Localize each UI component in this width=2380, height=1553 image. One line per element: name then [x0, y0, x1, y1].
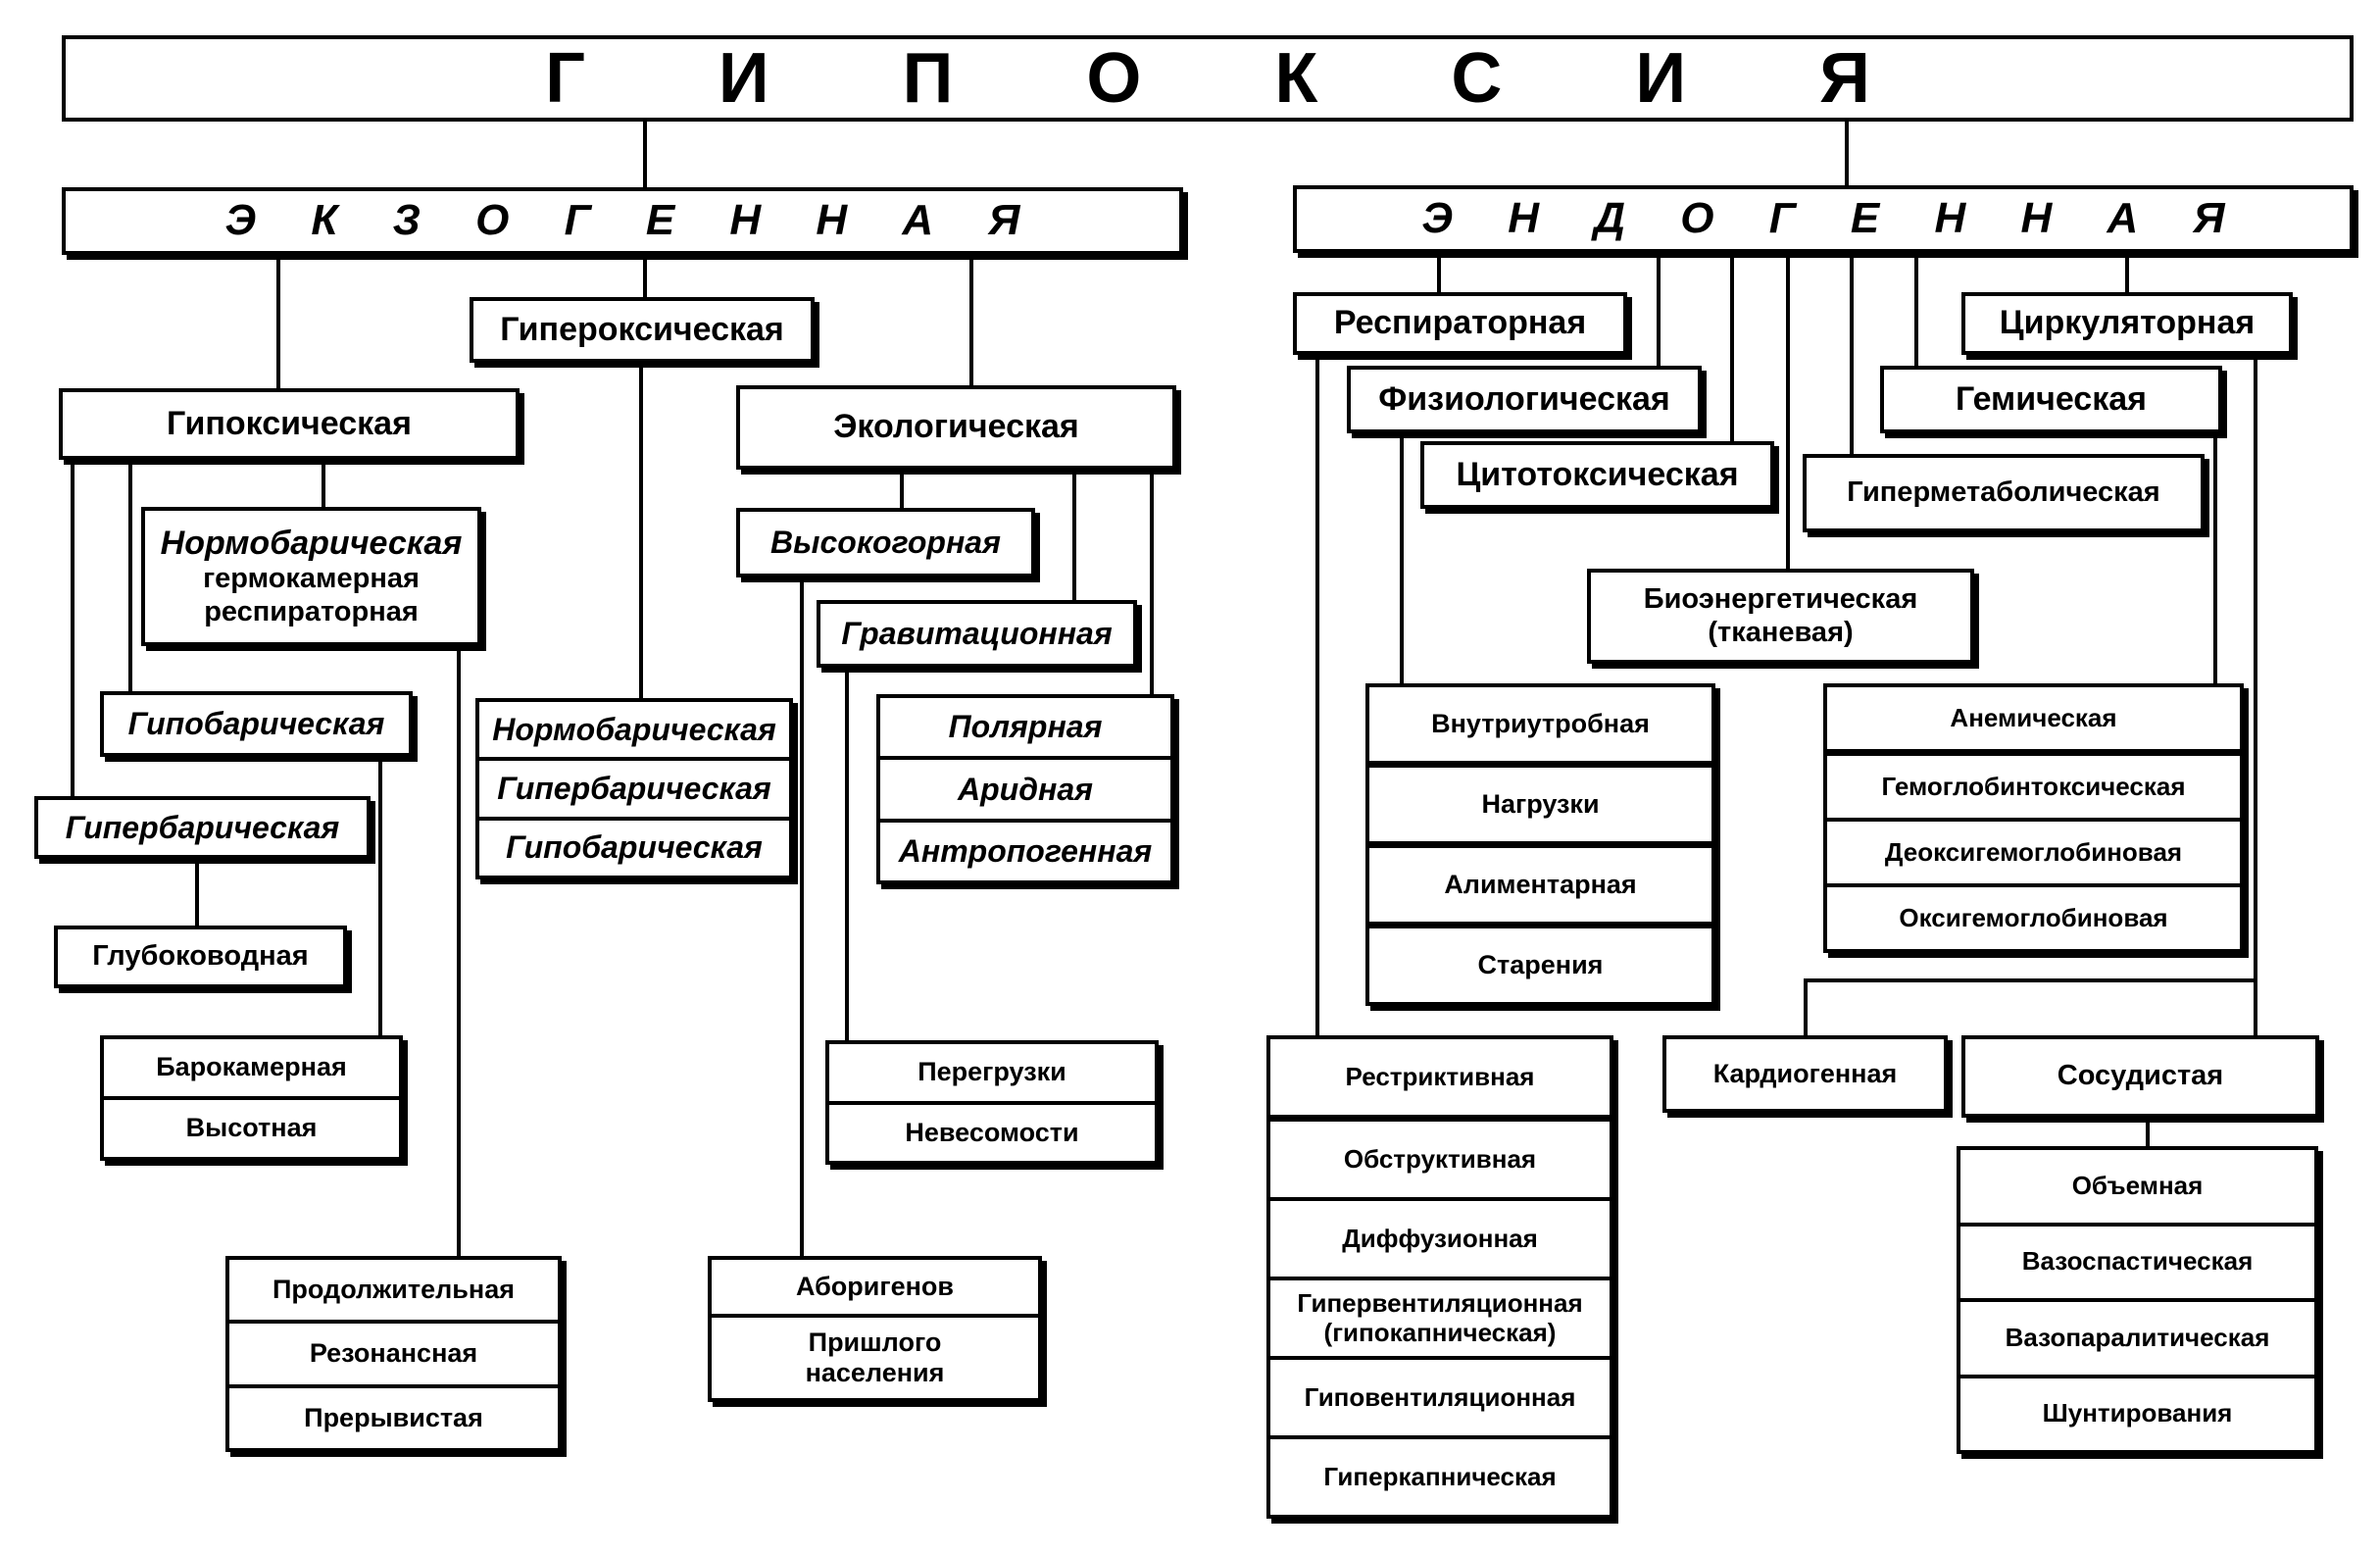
list-item: Гиперкапническая [1270, 1435, 1610, 1515]
list-item: Оксигемоглобиновая [1827, 883, 2240, 949]
hyperoxic-group: Нормобарическая Гипербарическая Гипобари… [475, 698, 793, 879]
hypobaric-node: Гипобарическая [100, 691, 413, 757]
normobaric-subtitle: респираторная [204, 595, 419, 627]
list-item: Резонансная [229, 1320, 558, 1383]
bioenergetic-subtitle: (тканевая) [1708, 616, 1854, 648]
endogenous-header: Э Н Д О Г Е Н Н А Я [1293, 185, 2354, 253]
hypermetabolic-node: Гиперметаболическая [1803, 454, 2205, 532]
hemic-node: Гемическая [1880, 366, 2222, 433]
list-item: Барокамерная [156, 1052, 347, 1082]
deepwater-node: Глубоководная [54, 926, 347, 988]
list-item: Обструктивная [1270, 1115, 1610, 1197]
gravity-group: Перегрузки Невесомости [825, 1040, 1159, 1165]
hyperoxic-node: Гипероксическая [470, 297, 815, 363]
cardiogenic-node: Кардиогенная [1662, 1035, 1948, 1113]
list-item-line: Гипервентиляционная [1297, 1287, 1583, 1318]
list-item: Перегрузки [917, 1057, 1066, 1087]
list-item: Высотная [104, 1096, 399, 1157]
list-item: Полярная [948, 709, 1103, 745]
duration-group: Продолжительная Резонансная Прерывистая [225, 1256, 562, 1452]
list-item: Рестриктивная [1345, 1061, 1535, 1091]
physiological-node: Физиологическая [1347, 366, 1702, 433]
list-item: Вазопаралитическая [1960, 1298, 2314, 1375]
list-item: Нормобарическая [492, 711, 776, 747]
bioenergetic-title: Биоэнергетическая [1643, 583, 1918, 616]
list-item: Гипервентиляционная (гипокапническая) [1270, 1277, 1610, 1356]
list-item: Продолжительная [273, 1275, 515, 1305]
list-item: Гиповентиляционная [1270, 1356, 1610, 1435]
bioenergetic-node: Биоэнергетическая (тканевая) [1587, 569, 1974, 664]
list-item: Антропогенная [880, 818, 1170, 880]
list-item: Алиментарная [1369, 841, 1711, 922]
list-item: Невесомости [829, 1100, 1155, 1162]
list-item-line: (гипокапническая) [1323, 1317, 1557, 1347]
list-item: Шунтирования [1960, 1374, 2314, 1451]
ecological-group: Полярная Аридная Антропогенная [876, 694, 1174, 884]
page-title: Г И П О К С И Я [62, 35, 2354, 122]
list-item: Аборигенов [795, 1271, 955, 1301]
vascular-group: Объемная Вазоспастическая Вазопаралитиче… [1957, 1146, 2318, 1454]
list-item: Аридная [880, 756, 1170, 818]
list-item: Объемная [2071, 1170, 2204, 1200]
hemic-group: Анемическая Гемоглобинтоксическая Деокси… [1823, 683, 2244, 953]
hypoxic-node: Гипоксическая [59, 388, 520, 460]
list-item: Прерывистая [229, 1383, 558, 1448]
list-item: Старения [1369, 922, 1711, 1002]
list-item: Анемическая [1950, 702, 2117, 732]
list-item: Гипербарическая [479, 757, 789, 816]
barochamber-group: Барокамерная Высотная [100, 1035, 403, 1161]
highland-node: Высокогорная [736, 508, 1035, 577]
list-item-line: Пришлого [808, 1327, 942, 1357]
circulatory-node: Циркуляторная [1961, 292, 2293, 355]
respiratory-group: Рестриктивная Обструктивная Диффузионная… [1266, 1035, 1613, 1519]
list-item: Внутриутробная [1431, 708, 1650, 738]
list-item: Гипобарическая [479, 816, 789, 876]
normobaric-title: Нормобарическая [160, 525, 463, 563]
list-item: Пришлого населения [712, 1313, 1038, 1398]
population-group: Аборигенов Пришлого населения [708, 1256, 1042, 1402]
cytotoxic-node: Цитотоксическая [1420, 441, 1774, 509]
normobaric-subtitle: гермокамерная [203, 563, 420, 595]
physiological-group: Внутриутробная Нагрузки Алиментарная Ста… [1365, 683, 1715, 1006]
vascular-node: Сосудистая [1961, 1035, 2319, 1118]
exogenous-header: Э К З О Г Е Н Н А Я [62, 187, 1183, 255]
hyperbaric-node: Гипербарическая [34, 796, 371, 859]
list-item: Гемоглобинтоксическая [1827, 749, 2240, 818]
gravitational-node: Гравитационная [817, 600, 1137, 668]
list-item: Вазоспастическая [1960, 1222, 2314, 1299]
list-item: Деоксигемоглобиновая [1827, 818, 2240, 883]
normobaric-node: Нормобарическая гермокамерная респиратор… [141, 507, 481, 646]
respiratory-node: Респираторная [1293, 292, 1627, 355]
list-item: Нагрузки [1369, 761, 1711, 841]
ecological-node: Экологическая [736, 385, 1176, 470]
list-item-line: населения [805, 1357, 945, 1387]
list-item: Диффузионная [1270, 1197, 1610, 1277]
